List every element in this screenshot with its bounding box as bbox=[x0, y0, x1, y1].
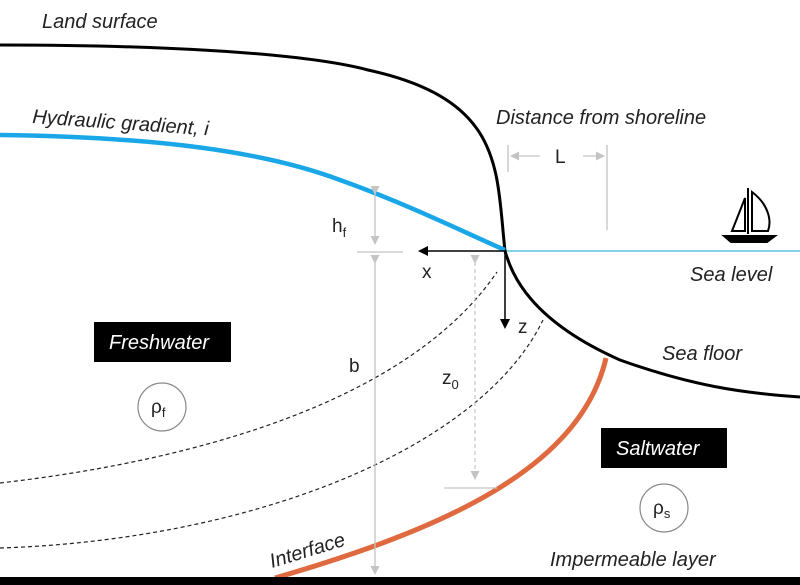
sailboat-icon bbox=[721, 188, 778, 243]
L-label: L bbox=[555, 147, 566, 168]
b-label: b bbox=[349, 356, 360, 377]
freshwater-label-box: Freshwater bbox=[94, 322, 231, 362]
x-axis-label: x bbox=[422, 262, 432, 283]
freshwater-label: Freshwater bbox=[109, 332, 210, 354]
saltwater-label: Saltwater bbox=[616, 438, 701, 460]
hf-label: hf bbox=[332, 216, 347, 240]
saltwater-label-box: Saltwater bbox=[601, 428, 727, 468]
land-surface-line bbox=[0, 43, 800, 399]
water-table-line bbox=[0, 132, 506, 253]
interface-line bbox=[274, 357, 609, 581]
distance-from-shoreline-label: Distance from shoreline bbox=[496, 107, 706, 129]
svg-text:ρs: ρs bbox=[653, 498, 671, 521]
sea-floor-label: Sea floor bbox=[662, 343, 743, 365]
rho-s-symbol: ρs bbox=[639, 483, 689, 533]
sea-level-label: Sea level bbox=[690, 264, 773, 286]
flow-line-outer bbox=[0, 271, 498, 484]
land-surface-label: Land surface bbox=[42, 11, 158, 33]
impermeable-layer-bar bbox=[0, 577, 800, 585]
impermeable-layer-label: Impermeable layer bbox=[550, 549, 717, 571]
flow-line-inner bbox=[0, 319, 544, 549]
z-axis-label: z bbox=[518, 317, 528, 338]
rho-f-symbol: ρf bbox=[137, 382, 187, 432]
z0-label: z0 bbox=[442, 368, 459, 392]
svg-text:ρf: ρf bbox=[151, 397, 166, 420]
